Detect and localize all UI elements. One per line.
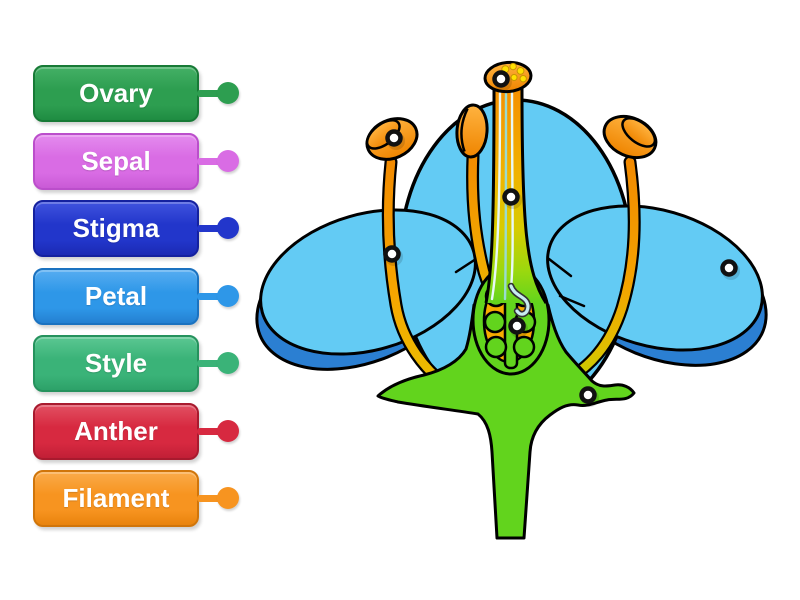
drop-target-marker[interactable]: [720, 259, 738, 277]
label-chip-sepal[interactable]: Sepal: [33, 132, 199, 190]
pollen-tube: [507, 282, 532, 318]
label-row-sepal: Sepal: [33, 132, 263, 190]
label-text: Sepal: [81, 145, 151, 176]
connector-line: [197, 292, 228, 300]
label-row-stigma: Stigma: [33, 200, 263, 257]
sepal-receptacle-stem: [376, 303, 636, 540]
label-text: Stigma: [72, 213, 160, 243]
label-chip-anther[interactable]: Anther: [33, 402, 199, 460]
drop-target-marker[interactable]: [579, 386, 597, 404]
connector-line: [197, 90, 228, 97]
connector-dot: [217, 419, 239, 442]
connector-dot: [217, 82, 239, 104]
label-chip-filament[interactable]: Filament: [33, 470, 199, 527]
connector-line: [197, 157, 228, 165]
connector-dot: [217, 352, 239, 374]
label-text: Style: [84, 348, 148, 378]
label-text: Filament: [62, 483, 170, 513]
connector-line: [197, 360, 228, 367]
connector-dot: [217, 217, 239, 239]
label-text: Ovary: [79, 78, 153, 108]
connector-line: [197, 225, 228, 232]
drop-target-marker[interactable]: [383, 245, 401, 263]
drop-targets: [383, 70, 740, 407]
label-text: Anther: [74, 415, 158, 446]
label-chip-style[interactable]: Style: [33, 335, 199, 392]
label-text: Petal: [84, 280, 148, 311]
label-row-anther: Anther: [33, 402, 263, 460]
anther-inner: [455, 103, 489, 159]
connector-dot: [217, 149, 239, 172]
drop-target-marker[interactable]: [385, 129, 403, 147]
drop-target-marker[interactable]: [508, 317, 526, 335]
label-row-style: Style: [33, 335, 263, 392]
style-inner-stripes: [490, 90, 514, 301]
pollen-grains: [501, 62, 527, 83]
connector-line: [197, 495, 228, 502]
petal-right: [546, 204, 764, 352]
filament-right: [557, 157, 639, 387]
anther-right: [602, 114, 658, 160]
connector-dot: [217, 487, 239, 509]
connector-dot: [217, 284, 239, 307]
label-row-filament: Filament: [33, 470, 263, 527]
label-chip-ovary[interactable]: Ovary: [33, 65, 199, 122]
label-row-petal: Petal: [33, 267, 263, 325]
drop-target-marker[interactable]: [502, 188, 520, 206]
label-chip-petal[interactable]: Petal: [33, 267, 199, 325]
label-row-ovary: Ovary: [33, 65, 263, 122]
label-chip-stigma[interactable]: Stigma: [33, 200, 199, 257]
connector-line: [197, 427, 228, 435]
filament-left: [384, 157, 461, 397]
drop-target-marker[interactable]: [492, 70, 510, 88]
